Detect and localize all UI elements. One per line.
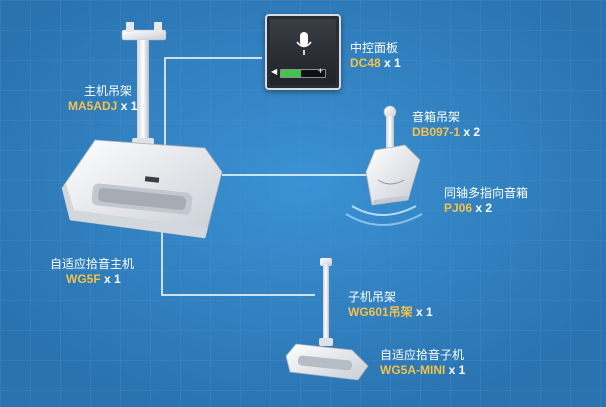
control-panel-device: ◀ - +	[265, 14, 341, 90]
speaker-mount-model: DB097-1	[412, 125, 461, 139]
control-panel-name: 中控面板	[350, 41, 399, 55]
host-label: 自适应拾音主机 WG5F x 1	[50, 257, 134, 287]
host-name: 自适应拾音主机	[50, 257, 135, 271]
host-mount-label: 主机吊架 MA5ADJ x 1	[68, 84, 137, 114]
connection-lines	[161, 57, 368, 296]
sub-unit-model: WG5A-MINI	[380, 363, 446, 377]
host-mount-model: MA5ADJ	[68, 99, 118, 113]
speaker-mount-name: 音箱吊架	[412, 110, 461, 124]
plus-icon: +	[317, 66, 323, 76]
host-mount-name: 主机吊架	[84, 84, 133, 98]
sub-unit-name: 自适应拾音子机	[380, 348, 465, 362]
sound-wave-icon	[351, 205, 417, 216]
control-panel-label: 中控面板 DC48 x 1	[350, 41, 401, 71]
host-mount-illustration	[121, 22, 167, 148]
control-panel-model: DC48	[350, 56, 381, 70]
line-to-sub-unit	[161, 232, 315, 296]
host-mount-qty: x 1	[120, 99, 138, 113]
sub-unit-qty: x 1	[448, 363, 466, 377]
sub-unit-label: 自适应拾音子机 WG5A-MINI x 1	[380, 348, 465, 378]
speaker-mount-qty: x 2	[463, 125, 481, 139]
speaker-illustration	[345, 105, 423, 226]
host-device-illustration	[61, 139, 223, 239]
sub-mount-name: 子机吊架	[348, 290, 397, 304]
control-panel-qty: x 1	[384, 56, 401, 70]
speaker-name: 同轴多指向音箱	[444, 186, 529, 200]
speaker-model: PJ06	[444, 201, 473, 215]
sub-mount-qty: x 1	[416, 305, 433, 319]
speaker-qty: x 2	[475, 201, 493, 215]
volume-bar: - +	[280, 66, 326, 78]
sub-unit-illustration	[285, 258, 369, 381]
sub-mount-model: WG601吊架	[348, 305, 413, 319]
host-model: WG5F	[66, 272, 101, 286]
sub-mount-label: 子机吊架 WG601吊架 x 1	[348, 290, 433, 320]
line-to-control-panel	[164, 57, 262, 150]
speaker-mount-label: 音箱吊架 DB097-1 x 2	[412, 110, 480, 140]
host-qty: x 1	[104, 272, 121, 286]
speaker-volume-icon: ◀	[271, 67, 278, 76]
volume-bar-fill	[281, 70, 301, 77]
speaker-label: 同轴多指向音箱 PJ06 x 2	[444, 186, 528, 216]
microphone-icon	[296, 32, 312, 55]
